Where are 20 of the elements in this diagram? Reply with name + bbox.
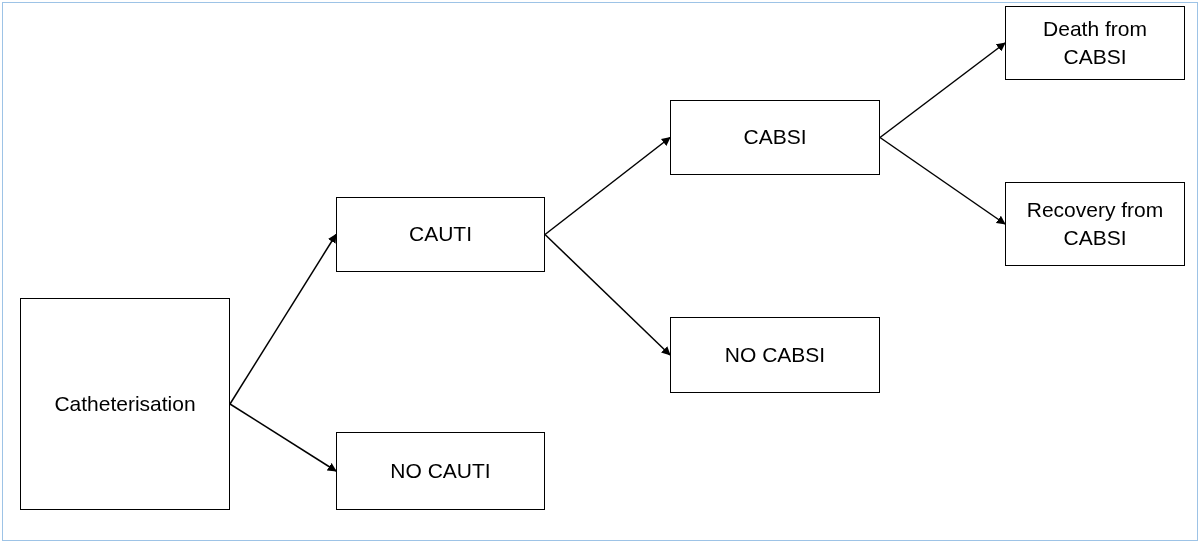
process-box <box>336 432 545 510</box>
box-label: NO CABSI <box>723 341 827 368</box>
box-label: NO CAUTI <box>389 457 492 484</box>
process-box <box>1005 182 1185 266</box>
arrow <box>879 136 1006 225</box>
arrow <box>879 42 1006 139</box>
box-label: Recovery from CABSI <box>1025 196 1165 251</box>
box-label: CABSI <box>742 124 808 151</box>
process-box <box>1005 6 1185 80</box>
process-box <box>336 197 545 272</box>
box-label: CAUTI <box>408 221 473 248</box>
box-label: Catheterisation <box>53 390 197 417</box>
box-label: Death from CABSI <box>1042 15 1148 70</box>
arrow <box>544 233 671 356</box>
process-box <box>670 100 880 175</box>
arrow <box>229 233 337 405</box>
process-box <box>670 317 880 393</box>
arrow <box>229 403 337 472</box>
arrow <box>544 136 671 236</box>
process-box <box>20 298 230 510</box>
